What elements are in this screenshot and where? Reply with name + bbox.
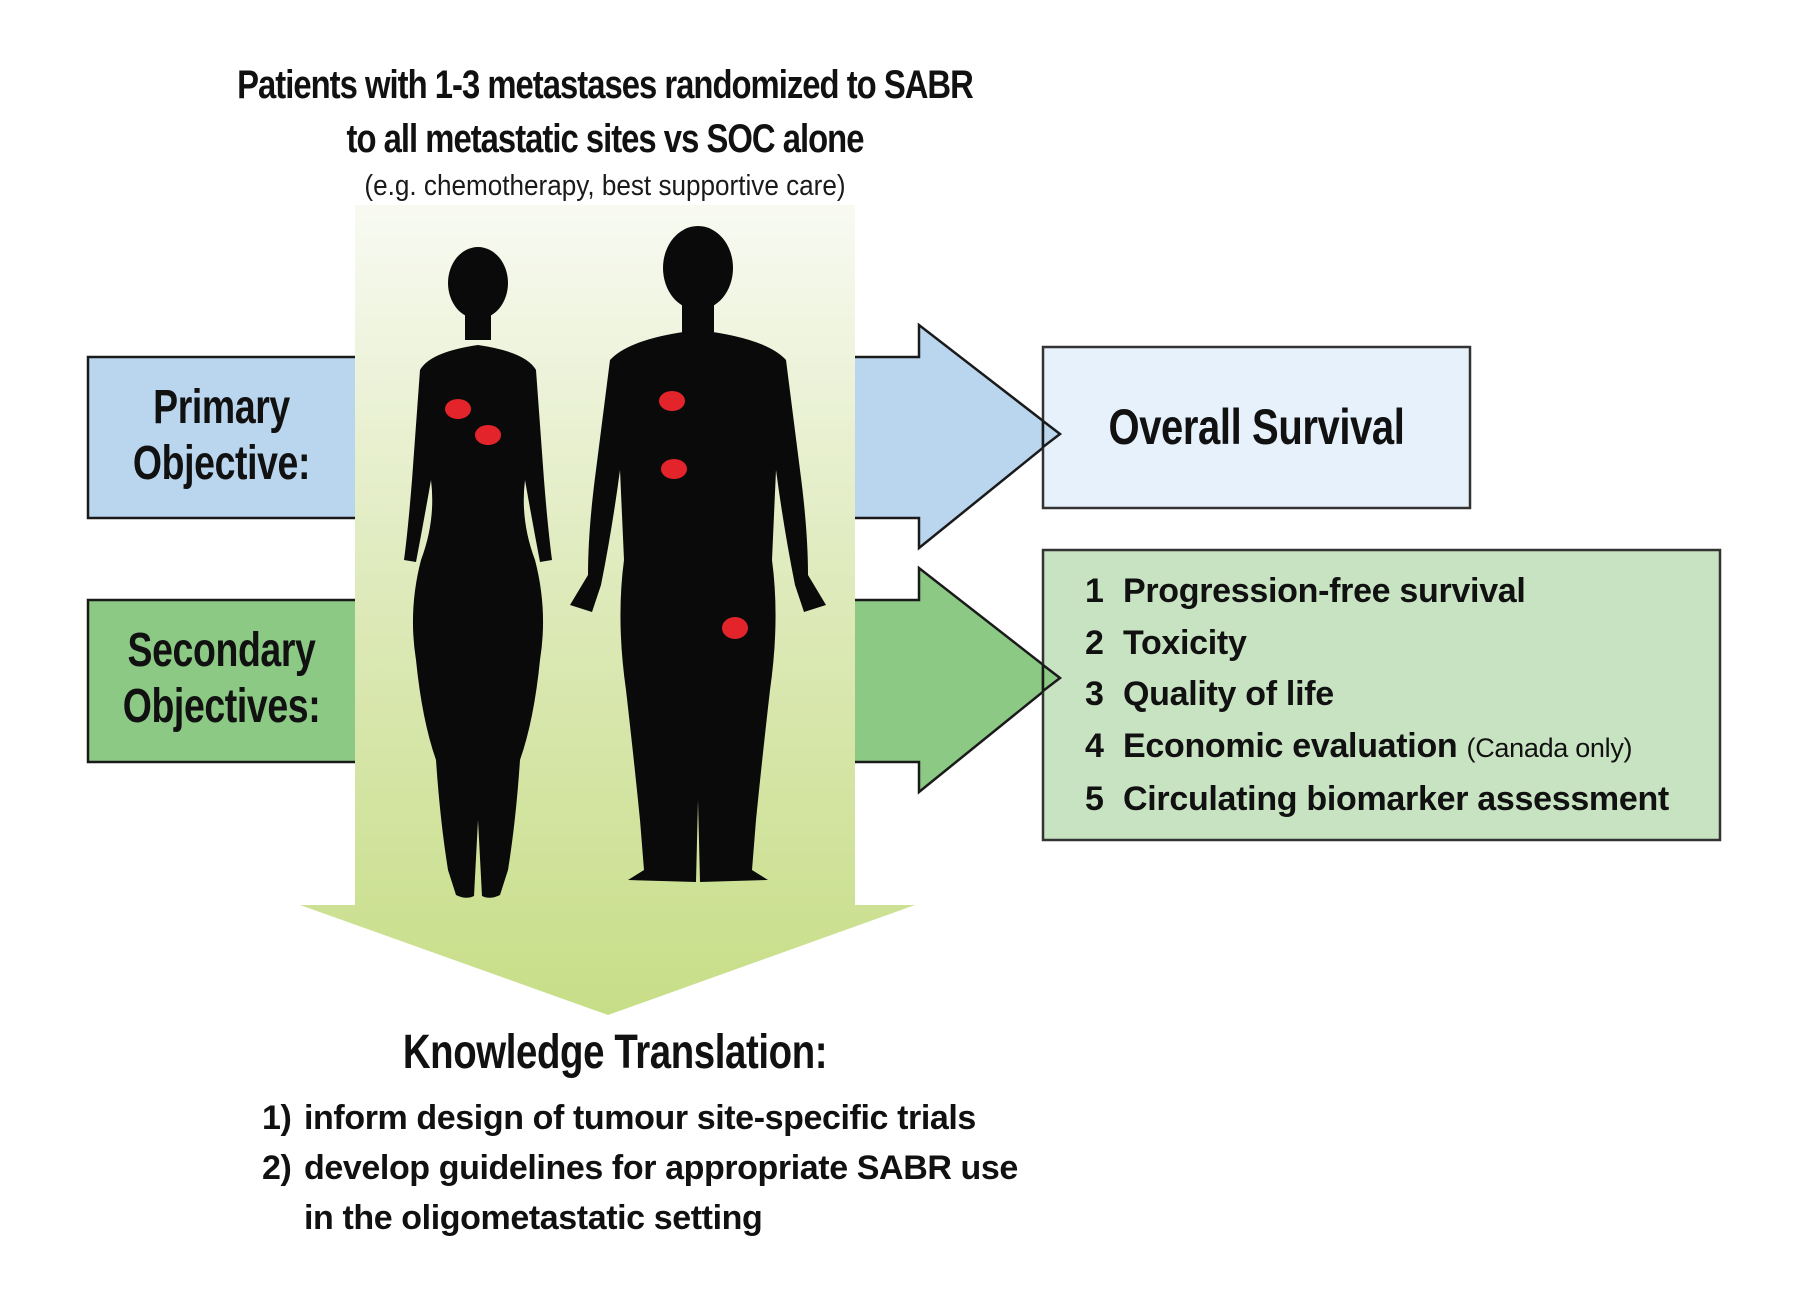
metastasis-dot — [659, 391, 685, 411]
list-item: 2) develop guidelines for appropriate SAB… — [262, 1143, 1018, 1243]
secondary-outcomes-list: 1 Progression-free survival 2 Toxicity 3 Qu… — [1085, 566, 1725, 826]
primary-arrow-tip — [1041, 418, 1063, 450]
item-continuation: in the oligometastatic setting — [304, 1199, 763, 1237]
item-number: 2) — [262, 1149, 292, 1187]
list-item: 5 Circulating biomarker assessment — [1085, 774, 1725, 826]
primary-objective-box — [86, 355, 390, 520]
primary-objective-label: Primary Objective: — [117, 380, 325, 492]
metastasis-dot — [661, 459, 687, 479]
metastasis-dot — [445, 399, 471, 419]
overall-survival-box — [1041, 345, 1472, 510]
trial-title: Patients with 1-3 metastases randomized … — [150, 58, 1060, 206]
item-text: develop guidelines for appropriate SABR … — [304, 1149, 1018, 1187]
list-item: 1 Progression-free survival — [1085, 566, 1725, 618]
item-text: inform design of tumour site-specific tr… — [304, 1099, 976, 1137]
overall-survival-text: Overall Survival — [1108, 399, 1405, 455]
list-item: 3 Quality of life — [1085, 669, 1725, 721]
item-number: 5 — [1085, 780, 1104, 818]
knowledge-translation-arrow — [300, 205, 915, 1015]
primary-label-line-2: Objective: — [132, 437, 311, 490]
list-item: 4 Economic evaluation (Canada only) — [1085, 721, 1725, 775]
item-number: 1) — [262, 1099, 292, 1137]
secondary-objective-label: Secondary Objectives: — [117, 623, 325, 735]
item-text: Quality of life — [1123, 675, 1334, 713]
primary-arrow — [828, 322, 1063, 551]
primary-label-line-1: Primary — [153, 381, 290, 434]
item-text: Economic evaluation — [1123, 726, 1458, 765]
item-text: Progression-free survival — [1123, 572, 1526, 610]
secondary-label-line-1: Secondary — [127, 624, 316, 677]
secondary-objective-box — [86, 598, 390, 764]
item-text: Circulating biomarker assessment — [1123, 780, 1669, 818]
item-text: Toxicity — [1123, 623, 1247, 662]
knowledge-translation-list: 1) inform design of tumour site-specific … — [262, 1093, 1018, 1243]
metastasis-dot — [722, 617, 748, 639]
title-subtitle: (e.g. chemotherapy, best supportive care… — [364, 170, 846, 202]
item-number: 3 — [1085, 675, 1104, 713]
list-item: 1) inform design of tumour site-specific … — [262, 1093, 1018, 1143]
item-number: 1 — [1085, 572, 1104, 610]
list-item: 2 Toxicity — [1085, 618, 1725, 670]
secondary-arrow-tip — [1041, 662, 1063, 694]
female-silhouette-icon — [404, 247, 552, 898]
item-number: 4 — [1085, 726, 1104, 765]
knowledge-translation-heading: Knowledge Translation: — [402, 1026, 828, 1079]
metastasis-markers — [445, 391, 748, 639]
secondary-arrow — [828, 565, 1063, 795]
title-line-1: Patients with 1-3 metastases randomized … — [237, 63, 974, 107]
title-line-2: to all metastatic sites vs SOC alone — [346, 117, 865, 161]
metastasis-dot — [475, 425, 501, 445]
secondary-label-line-2: Objectives: — [122, 680, 321, 733]
item-number: 2 — [1085, 623, 1104, 662]
male-silhouette-icon — [570, 226, 826, 882]
item-note: (Canada only) — [1466, 732, 1633, 763]
secondary-outcomes-box — [1041, 548, 1722, 842]
